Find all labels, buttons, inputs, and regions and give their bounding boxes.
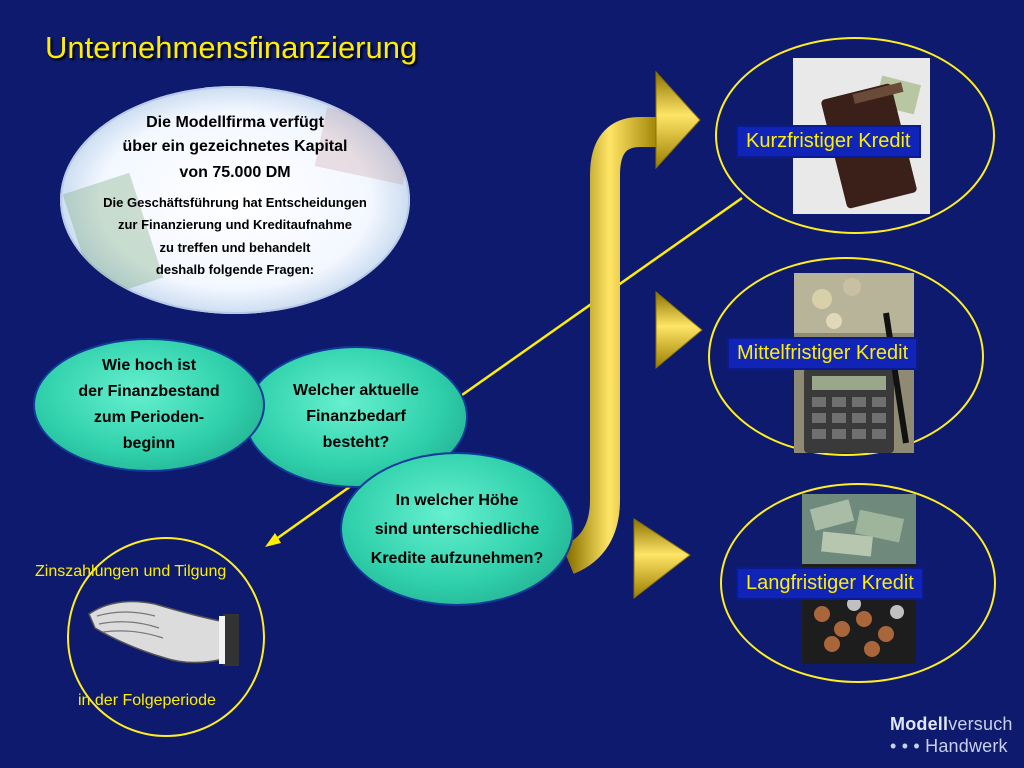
long-term-credit-label: Langfristiger Kredit bbox=[738, 569, 922, 598]
info-line-7: deshalb folgende Fragen: bbox=[155, 262, 315, 277]
payback-circle bbox=[67, 537, 265, 737]
short-term-credit-label: Kurzfristiger Kredit bbox=[738, 127, 919, 156]
slide-title: Unternehmensfinanzierung bbox=[45, 30, 418, 65]
question-credit-amount-text: In welcher Höhe sind unterschiedliche Kr… bbox=[370, 491, 544, 567]
question-current-need-text: Welcher aktuelle Finanzbedarf besteht? bbox=[293, 382, 419, 451]
gold-arrowhead-medium bbox=[655, 290, 703, 370]
modellversuch-logo: Modellversuch bbox=[890, 714, 1013, 735]
medium-term-credit-oval bbox=[708, 257, 984, 456]
logo-handwerk: Handwerk bbox=[925, 736, 1008, 756]
logo-light-part: versuch bbox=[948, 714, 1013, 734]
info-line-3: von 75.000 DM bbox=[179, 164, 291, 181]
long-term-credit-oval bbox=[720, 483, 996, 683]
handwerk-logo-line: • • • Handwerk bbox=[890, 736, 1008, 757]
gold-arrowhead-long bbox=[633, 518, 691, 600]
open-hand-icon bbox=[85, 586, 245, 676]
question-initial-balance-text: Wie hoch ist der Finanzbestand zum Perio… bbox=[78, 357, 220, 452]
medium-term-credit-label: Mittelfristiger Kredit bbox=[729, 339, 917, 368]
payback-arrowhead bbox=[265, 533, 281, 547]
gold-arrowhead-short bbox=[655, 70, 701, 170]
info-line-2: über ein gezeichnetes Kapital bbox=[122, 138, 348, 155]
info-line-1: Die Modellfirma verfügt bbox=[146, 114, 324, 131]
logo-bold-part: Modell bbox=[890, 714, 949, 734]
gold-bracket-path bbox=[561, 117, 660, 574]
info-line-4: Die Geschäftsführung hat Entscheidungen bbox=[103, 195, 367, 210]
payback-top-label: Zinszahlungen und Tilgung bbox=[35, 563, 227, 580]
info-line-5: zur Finanzierung und Kreditaufnahme bbox=[117, 217, 352, 232]
payback-bottom-label: in der Folgeperiode bbox=[78, 692, 216, 709]
logo-dots: • • • bbox=[890, 736, 920, 756]
info-ellipse: Die Modellfirma verfügt über ein gezeich… bbox=[60, 86, 410, 314]
info-line-6: zu treffen und behandelt bbox=[159, 240, 311, 255]
question-bubble-credit-amount: In welcher Höhe sind unterschiedliche Kr… bbox=[340, 452, 574, 606]
question-bubble-initial-balance: Wie hoch ist der Finanzbestand zum Perio… bbox=[33, 338, 265, 472]
short-term-credit-oval bbox=[715, 37, 995, 234]
